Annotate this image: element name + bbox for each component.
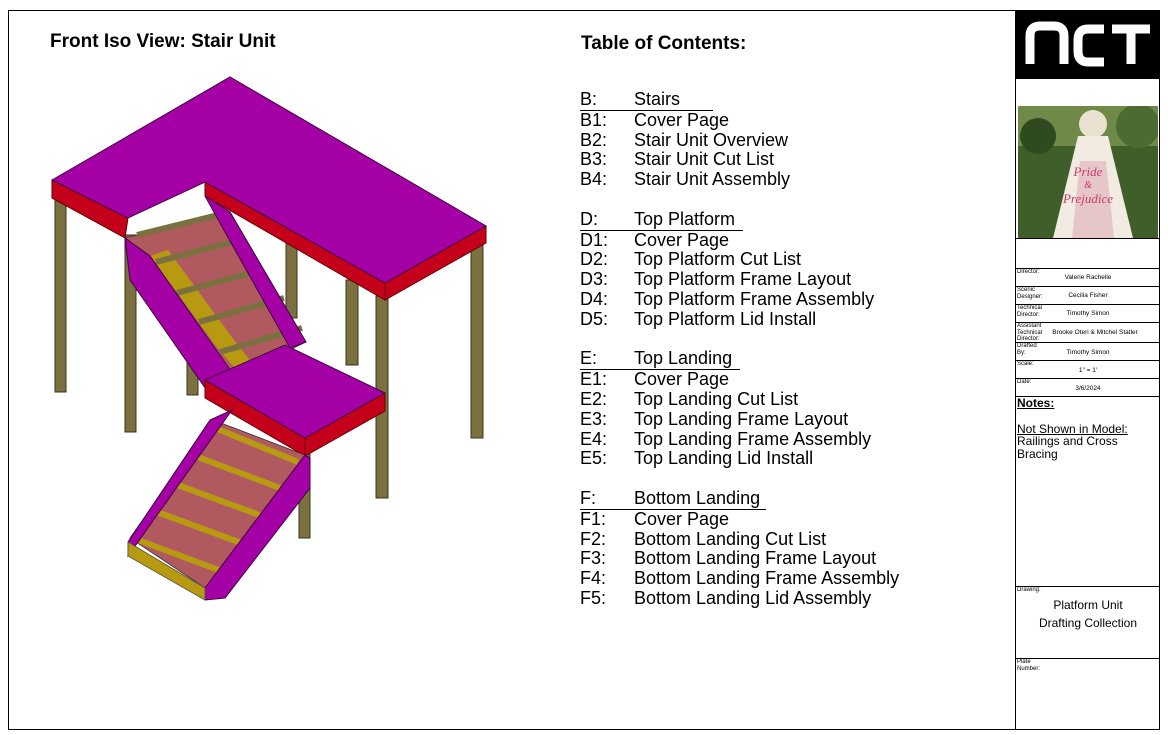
toc-item: E2:Top Landing Cut List [580,388,799,409]
stair-unit-iso-drawing [50,76,488,601]
toc-item: B1:Cover Page [580,109,730,130]
toc-item: F1:Cover Page [580,508,730,529]
notes-text: Not Shown in Model: [1017,422,1128,436]
upper-stair [124,195,307,393]
technical-director-row: Technical Director: Timothy Simon [1016,304,1160,323]
toc-item: D4:Top Platform Frame Assembly [580,288,875,309]
toc-item: F3:Bottom Landing Frame Layout [580,548,877,569]
toc-section-name: Top Landing [634,348,733,369]
toc-title: Table of Contents: [581,33,747,54]
top-landing [203,344,387,457]
scenic-designer-row: Scenic Designer: Cecilia Fisher [1016,286,1160,305]
toc-item: E3:Top Landing Frame Layout [580,408,849,429]
toc-item: F4:Bottom Landing Frame Assembly [580,568,900,589]
toc-section-stairs: B: Stairs B1:Cover Page B2:Stair Unit Ove… [580,89,899,190]
toc-item: D2:Top Platform Cut List [580,249,802,270]
production-poster-image: Pride & Prejudice [1018,104,1160,238]
poster-title-line: Pride [1073,164,1103,179]
toc-section-bottom-landing: F: Bottom Landing F1:Cover Page F2:Bottom… [580,487,900,609]
toc-item: B2:Stair Unit Overview [580,129,789,150]
toc-section-name: Top Platform [634,208,736,229]
toc-section-code: D: [580,208,598,229]
table-of-contents: B: Stairs B1:Cover Page B2:Stair Unit Ove… [580,89,900,629]
toc-item: D1:Cover Page [580,229,730,250]
toc-item: E4:Top Landing Frame Assembly [580,428,872,449]
toc-section-name: Bottom Landing [634,487,761,508]
director-row: Director: Valerie Rachelle [1016,268,1160,287]
notes-text: Railings and Cross Bracing [1017,434,1118,461]
assistant-technical-director-row: Assistant Technical Director: Brooke Ote… [1016,322,1160,343]
title-block: Pride & Prejudice Director: Valerie Rach… [1015,10,1160,730]
drafted-by-row: Drafted By: Timothy Simon [1016,342,1160,361]
toc-section-code: B: [580,89,598,109]
toc-section-code: F: [580,487,596,508]
nct-logo [1016,10,1160,78]
poster-title-line: & [1084,180,1092,191]
date-row: Date: 3/6/2024 [1016,378,1160,397]
toc-section-code: E: [580,348,598,369]
scale-row: Scale: 1" = 1' [1016,360,1160,379]
toc-item: D3:Top Platform Frame Layout [580,269,852,290]
toc-item: D5:Top Platform Lid Install [580,308,817,329]
toc-item: B4:Stair Unit Assembly [580,169,791,190]
toc-item: B3:Stair Unit Cut List [580,149,775,170]
top-platform [50,76,488,301]
plate-number-row: Plate Number: [1016,658,1160,729]
drawing-row: Drawing: Platform Unit Drafting Collecti… [1016,586,1160,659]
notes-title: Notes: [1017,396,1055,410]
toc-item: E5:Top Landing Lid Install [580,448,814,469]
toc-section-name: Stairs [634,89,681,109]
drawing-sheet [8,10,1160,730]
view-title: Front Iso View: Stair Unit [50,31,276,52]
poster-title-line: Prejudice [1062,191,1113,206]
toc-section-top-platform: D: Top Platform D1:Cover Page D2:Top Plat… [580,208,899,330]
toc-item: E1:Cover Page [580,369,730,390]
nct-logo-mark [1025,21,1150,67]
toc-item: F5:Bottom Landing Lid Assembly [580,587,872,608]
toc-section-top-landing: E: Top Landing E1:Cover Page E2:Top Landi… [580,349,899,469]
toc-item: F2:Bottom Landing Cut List [580,528,827,549]
lower-stair [127,408,311,601]
